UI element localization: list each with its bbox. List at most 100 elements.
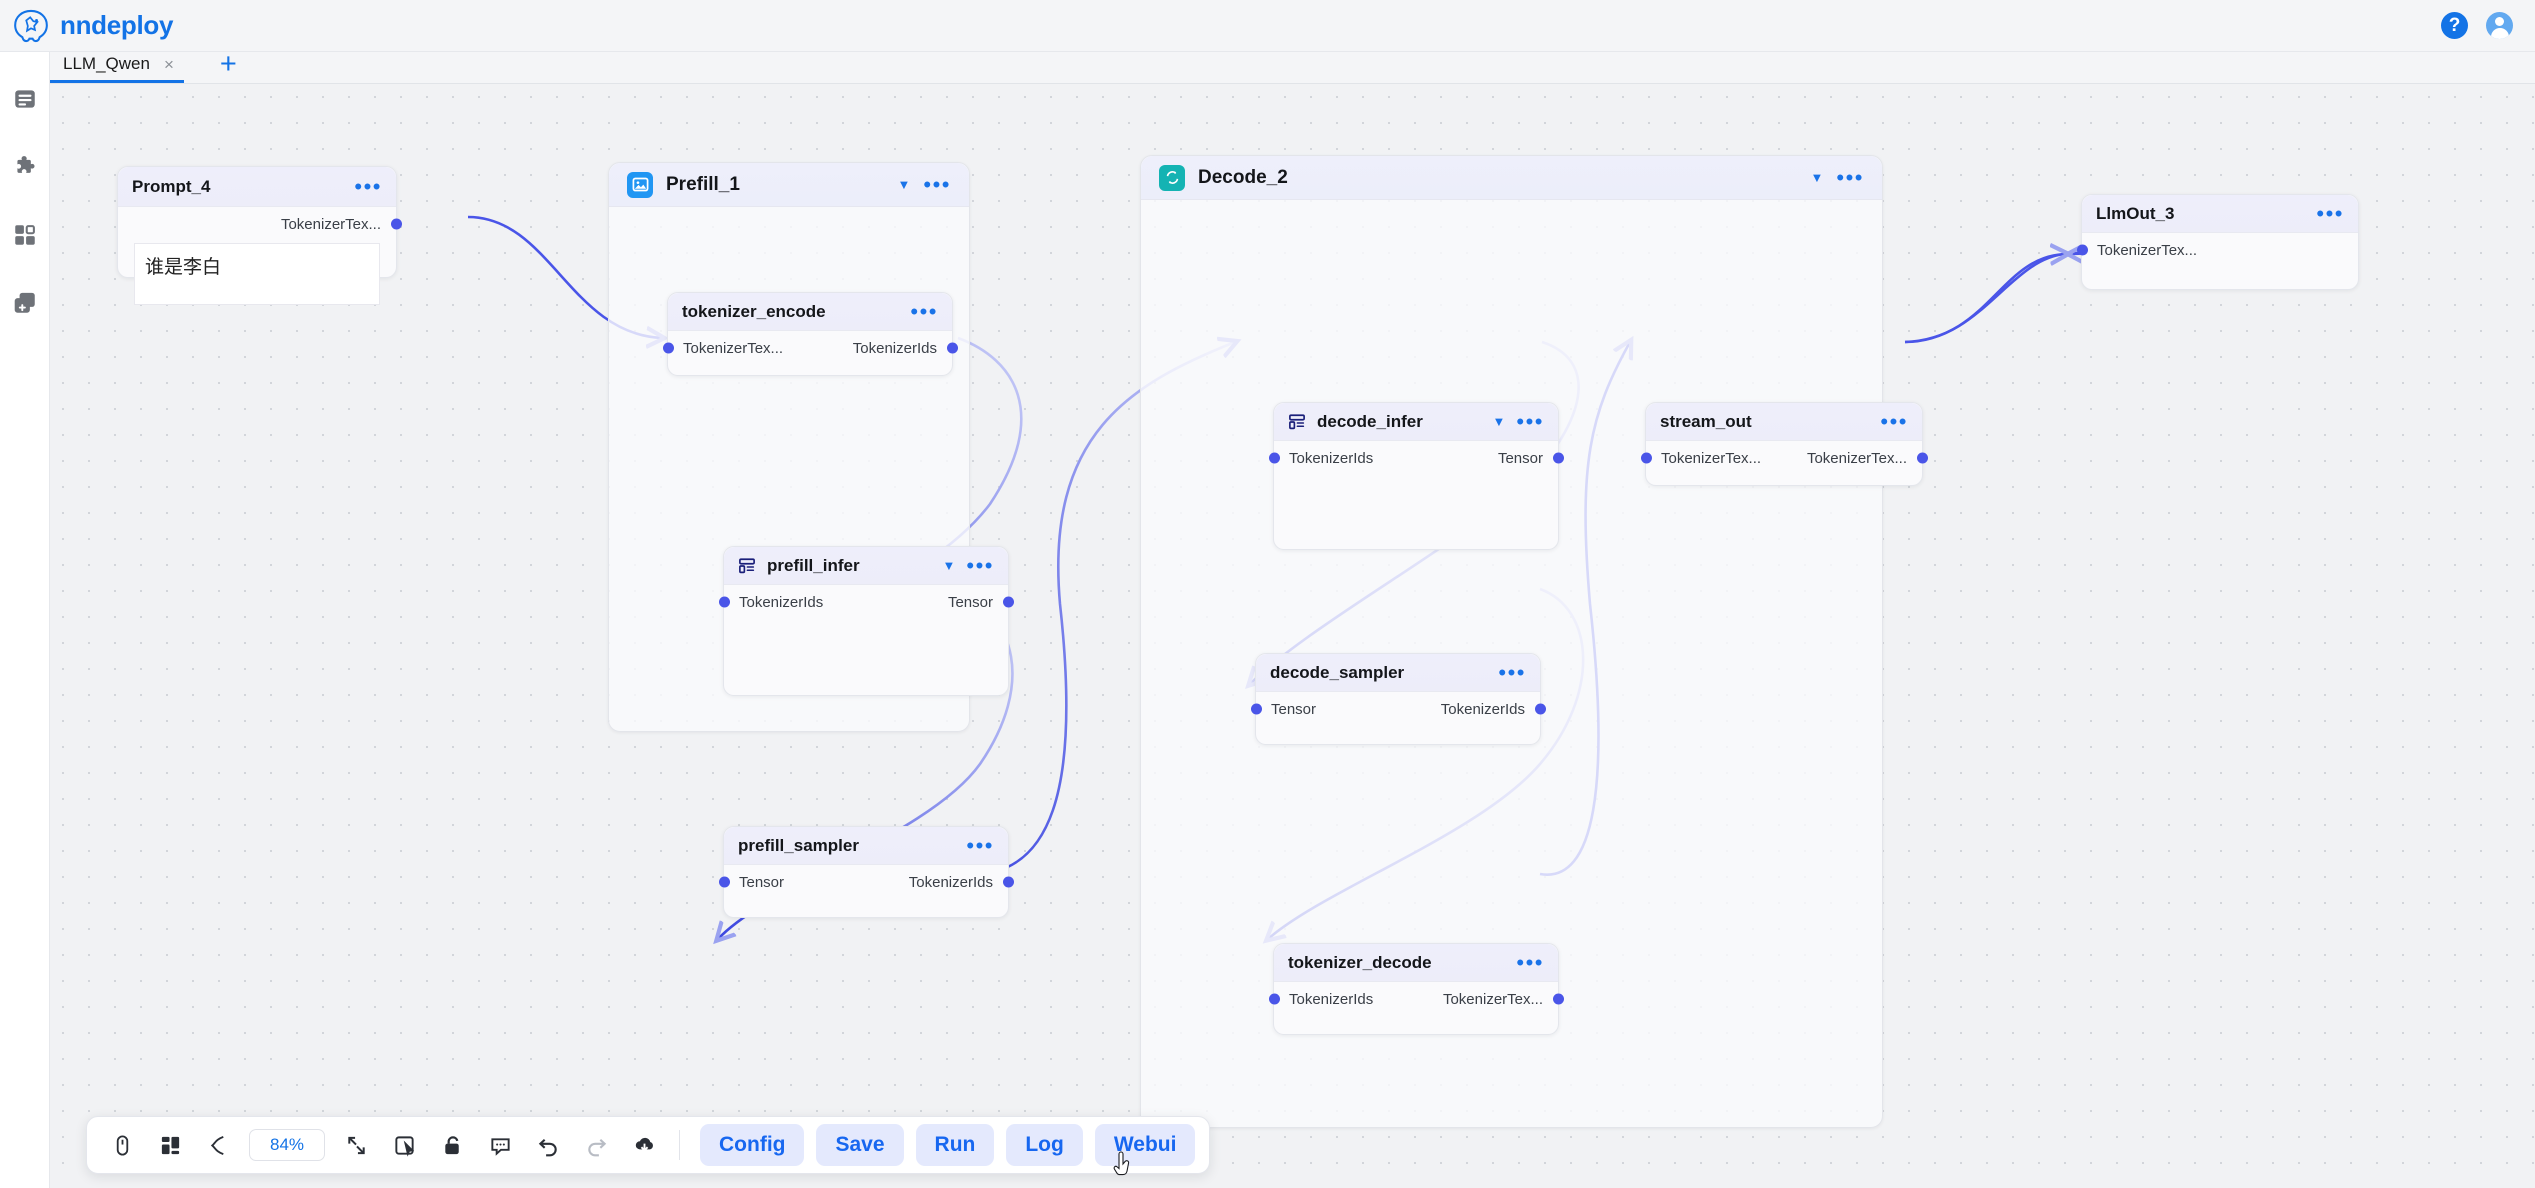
bezier-curve-icon[interactable]: [197, 1124, 239, 1166]
output-port-dot[interactable]: [1552, 452, 1564, 464]
output-port-label: TokenizerIds: [1440, 700, 1525, 718]
unlock-icon[interactable]: [431, 1124, 473, 1166]
prompt-text-input[interactable]: 谁是李白: [134, 243, 380, 305]
output-port-label: TokenizerTex...: [1442, 990, 1543, 1008]
output-port-dot[interactable]: [946, 342, 958, 354]
input-port-dot[interactable]: [718, 596, 730, 608]
node-llmout-3[interactable]: LlmOut_3 ••• TokenizerTex...: [2076, 194, 2359, 290]
help-circle-icon[interactable]: ?: [2441, 12, 2468, 39]
node-header: LlmOut_3 •••: [2082, 195, 2358, 233]
node-menu-icon[interactable]: •••: [910, 298, 938, 324]
node-ports: TokenizerIds Tensor: [1268, 441, 1564, 475]
node-header: prefill_infer ▼ •••: [724, 547, 1008, 585]
node-menu-icon[interactable]: •••: [966, 832, 994, 858]
node-header: decode_sampler •••: [1256, 654, 1540, 692]
zoom-level-input[interactable]: 84%: [249, 1129, 325, 1161]
node-menu-icon[interactable]: •••: [354, 173, 382, 199]
node-menu-icon[interactable]: •••: [1516, 949, 1544, 975]
input-port-dot[interactable]: [1268, 993, 1280, 1005]
close-icon[interactable]: ×: [163, 54, 174, 74]
input-port-dot[interactable]: [1250, 703, 1262, 715]
sidebar-item-plugins[interactable]: [10, 152, 40, 182]
node-header: tokenizer_encode •••: [668, 293, 952, 331]
grid-squares-icon: [14, 225, 35, 245]
log-button[interactable]: Log: [1006, 1124, 1083, 1166]
mouse-pointer-icon[interactable]: [101, 1124, 143, 1166]
input-port-label: TokenizerTex...: [2097, 241, 2198, 259]
input-port-dot[interactable]: [718, 876, 730, 888]
node-decode-infer[interactable]: decode_infer ▼ ••• TokenizerIds Tensor: [1268, 402, 1564, 550]
save-button[interactable]: Save: [816, 1124, 904, 1166]
node-ports: TokenizerTex... TokenizerIds: [662, 331, 958, 365]
node-decode-sampler[interactable]: decode_sampler ••• Tensor TokenizerIds: [1250, 653, 1546, 745]
graph-canvas[interactable]: Prompt_4 ••• TokenizerTex... 谁是李白 Prefil…: [50, 84, 2535, 1188]
input-port-label: TokenizerIds: [1289, 449, 1374, 467]
chevron-down-icon[interactable]: ▼: [1492, 414, 1506, 429]
output-port-dot[interactable]: [1552, 993, 1564, 1005]
document-list-icon: [14, 90, 35, 108]
nndeploy-logo-icon: [12, 8, 50, 44]
fit-view-icon[interactable]: [335, 1124, 377, 1166]
webui-button[interactable]: Webui: [1094, 1124, 1196, 1166]
node-title: prefill_sampler: [738, 835, 859, 855]
select-frame-icon[interactable]: [383, 1124, 425, 1166]
comment-icon[interactable]: [479, 1124, 521, 1166]
input-port-label: TokenizerTex...: [683, 339, 784, 357]
node-menu-icon[interactable]: •••: [966, 552, 994, 578]
group-header[interactable]: Prefill_1 ▼ •••: [609, 163, 969, 207]
node-menu-icon[interactable]: •••: [1516, 408, 1544, 434]
node-prefill-sampler[interactable]: prefill_sampler ••• Tensor TokenizerIds: [718, 826, 1014, 918]
loop-refresh-icon: [1159, 164, 1185, 191]
output-port-dot[interactable]: [1916, 452, 1928, 464]
node-prompt-4[interactable]: Prompt_4 ••• TokenizerTex... 谁是李白: [117, 166, 402, 305]
output-port-dot[interactable]: [1002, 596, 1014, 608]
node-ports: TokenizerIds TokenizerTex...: [1268, 982, 1564, 1016]
top-bar: nndeploy ?: [0, 0, 2535, 52]
group-menu-icon[interactable]: •••: [923, 171, 951, 197]
tab-llm-qwen[interactable]: LLM_Qwen ×: [50, 53, 184, 83]
brand-name: nndeploy: [60, 10, 174, 40]
node-tokenizer-decode[interactable]: tokenizer_decode ••• TokenizerIds Tokeni…: [1268, 943, 1564, 1035]
config-button[interactable]: Config: [700, 1124, 805, 1166]
run-button[interactable]: Run: [915, 1124, 995, 1166]
node-title: decode_infer: [1317, 411, 1423, 431]
add-tab-icon[interactable]: +: [219, 48, 237, 80]
input-port-dot[interactable]: [1268, 452, 1280, 464]
cloud-download-icon[interactable]: [623, 1124, 665, 1166]
left-sidebar: [0, 52, 50, 1188]
input-port-dot[interactable]: [1640, 452, 1652, 464]
sidebar-item-nodes[interactable]: [10, 220, 40, 250]
group-menu-icon[interactable]: •••: [1836, 164, 1864, 190]
chevron-down-icon[interactable]: ▼: [1810, 170, 1824, 185]
sidebar-item-templates[interactable]: [10, 288, 40, 318]
input-port-label: TokenizerTex...: [1661, 449, 1762, 467]
node-prefill-infer[interactable]: prefill_infer ▼ ••• TokenizerIds Tensor: [718, 546, 1014, 696]
output-port-dot[interactable]: [390, 218, 402, 230]
brand[interactable]: nndeploy: [0, 8, 173, 44]
node-menu-icon[interactable]: •••: [1498, 659, 1526, 685]
table-layout-icon: [738, 557, 756, 575]
redo-icon[interactable]: [575, 1124, 617, 1166]
sidebar-item-workflow[interactable]: [10, 84, 40, 114]
input-port-dot[interactable]: [2076, 244, 2088, 256]
chevron-down-icon[interactable]: ▼: [897, 177, 911, 192]
node-menu-icon[interactable]: •••: [1880, 408, 1908, 434]
node-ports: TokenizerTex...: [118, 207, 402, 241]
user-avatar-icon[interactable]: [2486, 12, 2513, 39]
input-port-dot[interactable]: [662, 342, 674, 354]
node-stream-out[interactable]: stream_out ••• TokenizerTex... Tokenizer…: [1640, 402, 1928, 486]
undo-icon[interactable]: [527, 1124, 569, 1166]
node-menu-icon[interactable]: •••: [2316, 200, 2344, 226]
group-header[interactable]: Decode_2 ▼ •••: [1141, 156, 1882, 200]
output-port-dot[interactable]: [1002, 876, 1014, 888]
node-header: prefill_sampler •••: [724, 827, 1008, 865]
node-header: decode_infer ▼ •••: [1274, 403, 1558, 441]
output-port-dot[interactable]: [1534, 703, 1546, 715]
chevron-down-icon[interactable]: ▼: [942, 558, 956, 573]
node-title: Prompt_4: [132, 176, 211, 196]
node-ports: Tensor TokenizerIds: [718, 865, 1014, 899]
dashboard-grid-icon[interactable]: [149, 1124, 191, 1166]
node-header: stream_out •••: [1646, 403, 1922, 441]
node-tokenizer-encode[interactable]: tokenizer_encode ••• TokenizerTex... Tok…: [662, 292, 958, 376]
output-port-label: Tensor: [947, 593, 993, 611]
